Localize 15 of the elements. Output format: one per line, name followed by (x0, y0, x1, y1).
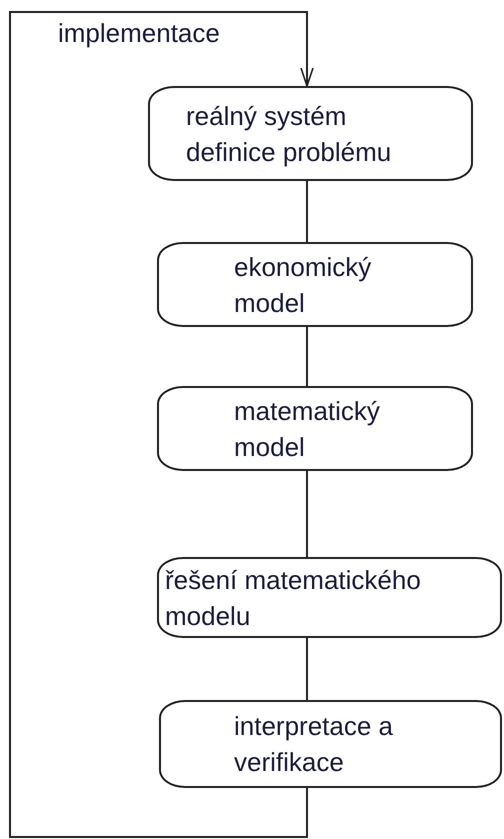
rounded-process-box (157, 242, 473, 327)
node-text: matematický model (234, 394, 381, 464)
connector-line (306, 471, 308, 557)
node-text: interpretace a verifikace (234, 710, 394, 779)
connector-line (306, 638, 308, 700)
rounded-process-box (148, 86, 473, 181)
rounded-process-box (157, 557, 502, 638)
rounded-process-box (159, 700, 502, 788)
connector-line (306, 181, 308, 242)
rounded-process-box (157, 386, 473, 471)
feedback-arrow (9, 11, 314, 838)
connector-line (306, 327, 308, 386)
node-text: řešení matematického modelu (165, 564, 422, 632)
node-text: reálný systém definice problému (186, 100, 392, 168)
node-text: ekonomický model (234, 250, 372, 320)
